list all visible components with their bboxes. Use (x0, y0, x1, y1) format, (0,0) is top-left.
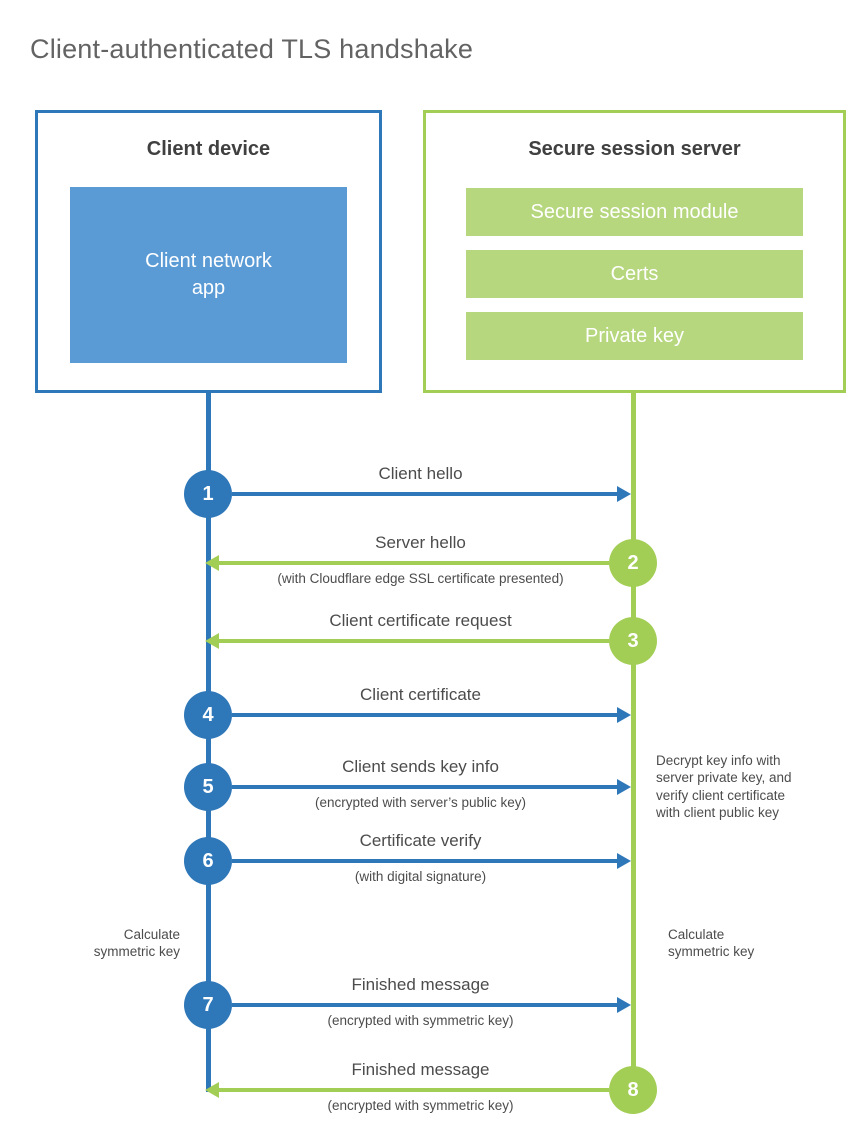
step-3-label: Client certificate request (329, 611, 512, 630)
step-6-subtitle: (with digital signature) (354, 869, 487, 884)
secure-session-module-bar: Secure session module (466, 188, 803, 236)
step-8-label: Finished message (351, 1060, 490, 1079)
step-4-label: Client certificate (360, 685, 481, 704)
step-7-subtitle: (encrypted with symmetric key) (327, 1013, 514, 1028)
calculate-symmetric-key-server-note: Calculate symmetric key (668, 927, 755, 960)
arrow-left-icon (205, 633, 219, 649)
step-5-label: Client sends key info (342, 757, 499, 776)
arrow-left-icon (205, 1082, 219, 1098)
step-5-circle: 5 (184, 763, 232, 811)
step-6-circle: 6 (184, 837, 232, 885)
client-network-app-box: Client network app (70, 187, 347, 363)
step-3-arrow (219, 639, 609, 643)
secure-session-server-box: Secure session server Secure session mod… (423, 110, 846, 393)
arrow-right-icon (617, 779, 631, 795)
step-8-circle: 8 (609, 1066, 657, 1114)
step-8-arrow (219, 1088, 609, 1092)
step-2-arrow (219, 561, 609, 565)
client-device-box: Client device Client network app (35, 110, 382, 393)
secure-session-server-title: Secure session server (528, 138, 741, 160)
step-5-arrow (232, 785, 617, 789)
step-5-subtitle: (encrypted with server’s public key) (314, 795, 527, 810)
certs-bar: Certs (466, 250, 803, 298)
step-1-label: Client hello (378, 464, 463, 483)
page-title: Client-authenticated TLS handshake (30, 34, 474, 65)
client-lifeline (206, 393, 211, 1092)
step-4-arrow (232, 713, 617, 717)
arrow-right-icon (617, 997, 631, 1013)
step-1-circle: 1 (184, 470, 232, 518)
private-key-bar: Private key (466, 312, 803, 360)
client-device-title: Client device (146, 138, 271, 160)
step-1-arrow (232, 492, 617, 496)
arrow-right-icon (617, 853, 631, 869)
calculate-symmetric-key-client-note: Calculate symmetric key (93, 927, 180, 960)
step-7-circle: 7 (184, 981, 232, 1029)
arrow-right-icon (617, 486, 631, 502)
step-8-subtitle: (encrypted with symmetric key) (327, 1098, 514, 1113)
server-lifeline (631, 393, 636, 1092)
step-7-arrow (232, 1003, 617, 1007)
step-6-label: Certificate verify (359, 831, 482, 850)
step-2-circle: 2 (609, 539, 657, 587)
decrypt-note: Decrypt key info with server private key… (656, 753, 792, 820)
step-3-circle: 3 (609, 617, 657, 665)
arrow-left-icon (205, 555, 219, 571)
step-2-label: Server hello (375, 533, 466, 552)
step-7-label: Finished message (351, 975, 490, 994)
step-2-subtitle: (with Cloudflare edge SSL certificate pr… (277, 571, 564, 586)
step-4-circle: 4 (184, 691, 232, 739)
arrow-right-icon (617, 707, 631, 723)
step-6-arrow (232, 859, 617, 863)
